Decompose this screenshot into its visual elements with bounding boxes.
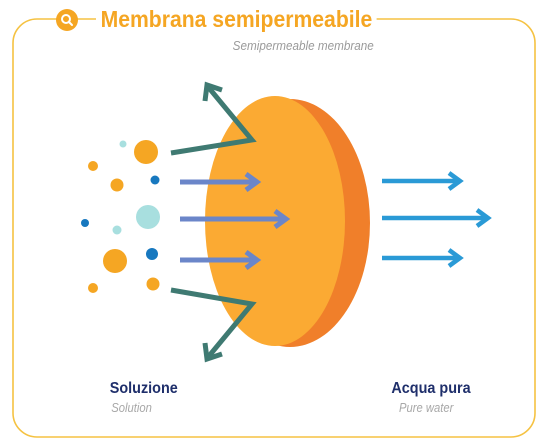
- water-label: Acqua pura: [391, 380, 471, 397]
- particle: [136, 205, 160, 229]
- particle: [88, 161, 98, 171]
- page-subtitle: Semipermeable membrane: [232, 38, 374, 53]
- particle: [146, 248, 158, 260]
- water-arrows: [382, 171, 492, 268]
- water-arrow-2-head: [475, 208, 492, 228]
- solution-label: Soluzione: [109, 380, 178, 397]
- particle: [110, 178, 124, 192]
- passing-arrow-2-head: [273, 208, 291, 230]
- particle: [146, 277, 160, 291]
- search-icon: [56, 9, 78, 31]
- water-arrow-3-head: [447, 248, 464, 268]
- passing-arrow-3-head: [244, 249, 262, 271]
- particle: [119, 140, 127, 148]
- particle: [81, 219, 89, 227]
- particle: [112, 225, 122, 235]
- water-sublabel: Pure water: [399, 401, 454, 415]
- particle: [103, 249, 127, 273]
- particles: [81, 140, 160, 293]
- water-arrow-1-head: [447, 171, 464, 191]
- particle: [134, 140, 158, 164]
- page-title: Membrana semipermeabile: [96, 4, 377, 34]
- particle: [88, 283, 98, 293]
- blocked-arrow-upper: [170, 81, 257, 156]
- blocked-arrow-lower: [170, 287, 257, 363]
- solution-sublabel: Solution: [111, 401, 152, 415]
- passing-arrow-1-head: [244, 171, 262, 193]
- passing-arrows: [180, 171, 291, 271]
- particle: [150, 175, 160, 185]
